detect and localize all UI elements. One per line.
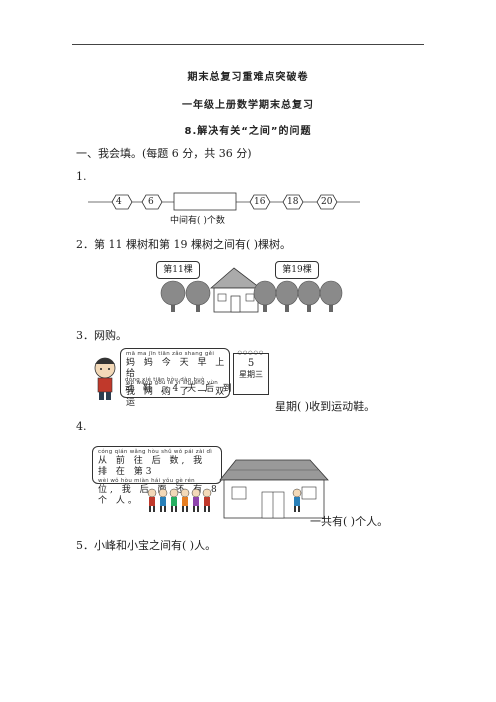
- seq-18: 18: [287, 197, 299, 207]
- q3-hanzi-line3: 动 鞋 , 4 天 后 到 货。: [125, 384, 265, 394]
- q4-pinyin-line2: wèi wǒ hòu miàn hái yǒu gè rén: [98, 478, 195, 484]
- hex-16: [249, 194, 271, 210]
- child-7: [292, 488, 302, 512]
- child-6: [202, 488, 212, 512]
- sign-tree-19: 第19棵: [275, 261, 319, 279]
- q3-answer: 星期( )收到运动鞋。: [275, 400, 376, 413]
- sign-tree-11: 第11棵: [156, 261, 200, 279]
- q1-number: 1.: [76, 170, 87, 183]
- q2-question: 2．第 11 棵树和第 19 棵树之间有( )棵树。: [76, 238, 292, 251]
- hex-20: [316, 194, 338, 210]
- q3-speech-bubble: mā ma jīn tiān zǎo shang gěi 妈 妈 今 天 早 上…: [120, 348, 230, 408]
- q4-hanzi-line1: 从 前 往 后 数, 我 排 在 第3: [98, 456, 206, 477]
- q3-line3-wrap: dòng xié tiān hòu dào huò 动 鞋 , 4 天 后 到 …: [125, 377, 265, 395]
- q3-pinyin-line2: wǒ wǎng gòu le yì shuāng yùn: [126, 380, 219, 386]
- tree-left-2: [185, 280, 211, 312]
- q1-caption: 中间有( )个数: [170, 216, 225, 226]
- q3-hanzi-line2: 我 网 购 了 一 双 运: [126, 387, 228, 408]
- seq-6: 6: [148, 197, 154, 207]
- q4-answer: 一共有( )个人。: [310, 515, 389, 528]
- calendar-day: 5: [247, 358, 255, 369]
- hex-4: [111, 194, 133, 210]
- q4-speech-bubble: cóng qián wǎng hòu shǔ wǒ pái zài dì 从 前…: [92, 446, 222, 506]
- tree-right-4: [319, 280, 343, 312]
- calendar-page: ○○○○○ 5 星期三: [233, 350, 269, 395]
- paper-subtitle: 一年级上册数学期末总复习: [182, 100, 314, 111]
- house-icon: [209, 267, 262, 313]
- child-2: [158, 488, 168, 512]
- q4-hanzi-line2: 位, 我 后 面 还 有 8 个 人。: [98, 485, 220, 506]
- q3-pinyin-line3: dòng xié tiān hòu dào huò: [125, 377, 205, 383]
- child-3: [169, 488, 179, 512]
- tree-left-1: [160, 280, 186, 312]
- q4-number: 4.: [76, 420, 87, 433]
- seq-20: 20: [321, 197, 333, 207]
- q3-question: 3．网购。: [76, 329, 127, 342]
- section-heading: 一、我会填。(每题 6 分，共 36 分): [76, 147, 252, 160]
- child-5: [191, 488, 201, 512]
- big-house-icon: [219, 459, 329, 519]
- header-rule: [72, 44, 424, 45]
- q3-pinyin-line1: mā ma jīn tiān zǎo shang gěi: [126, 351, 215, 357]
- paper-title: 期末总复习重难点突破卷: [187, 72, 309, 83]
- hex-6: [141, 194, 163, 210]
- calendar-rings: ○○○○○: [237, 350, 265, 356]
- seq-4: 4: [116, 197, 122, 207]
- q4-pinyin-line1: cóng qián wǎng hòu shǔ wǒ pái zài dì: [98, 449, 213, 455]
- tree-right-1: [253, 280, 277, 312]
- hex-18: [282, 194, 304, 210]
- q3-hanzi-line1: 妈 妈 今 天 早 上 给: [126, 358, 228, 379]
- topic-title: 8.解决有关“之间”的问题: [184, 126, 312, 137]
- child-4: [180, 488, 190, 512]
- blank-box: [173, 192, 237, 211]
- seq-16: 16: [254, 197, 266, 207]
- calendar-weekday: 星期三: [239, 370, 263, 379]
- q5-question: 5．小峰和小宝之间有( )人。: [76, 539, 217, 552]
- child-1: [147, 488, 157, 512]
